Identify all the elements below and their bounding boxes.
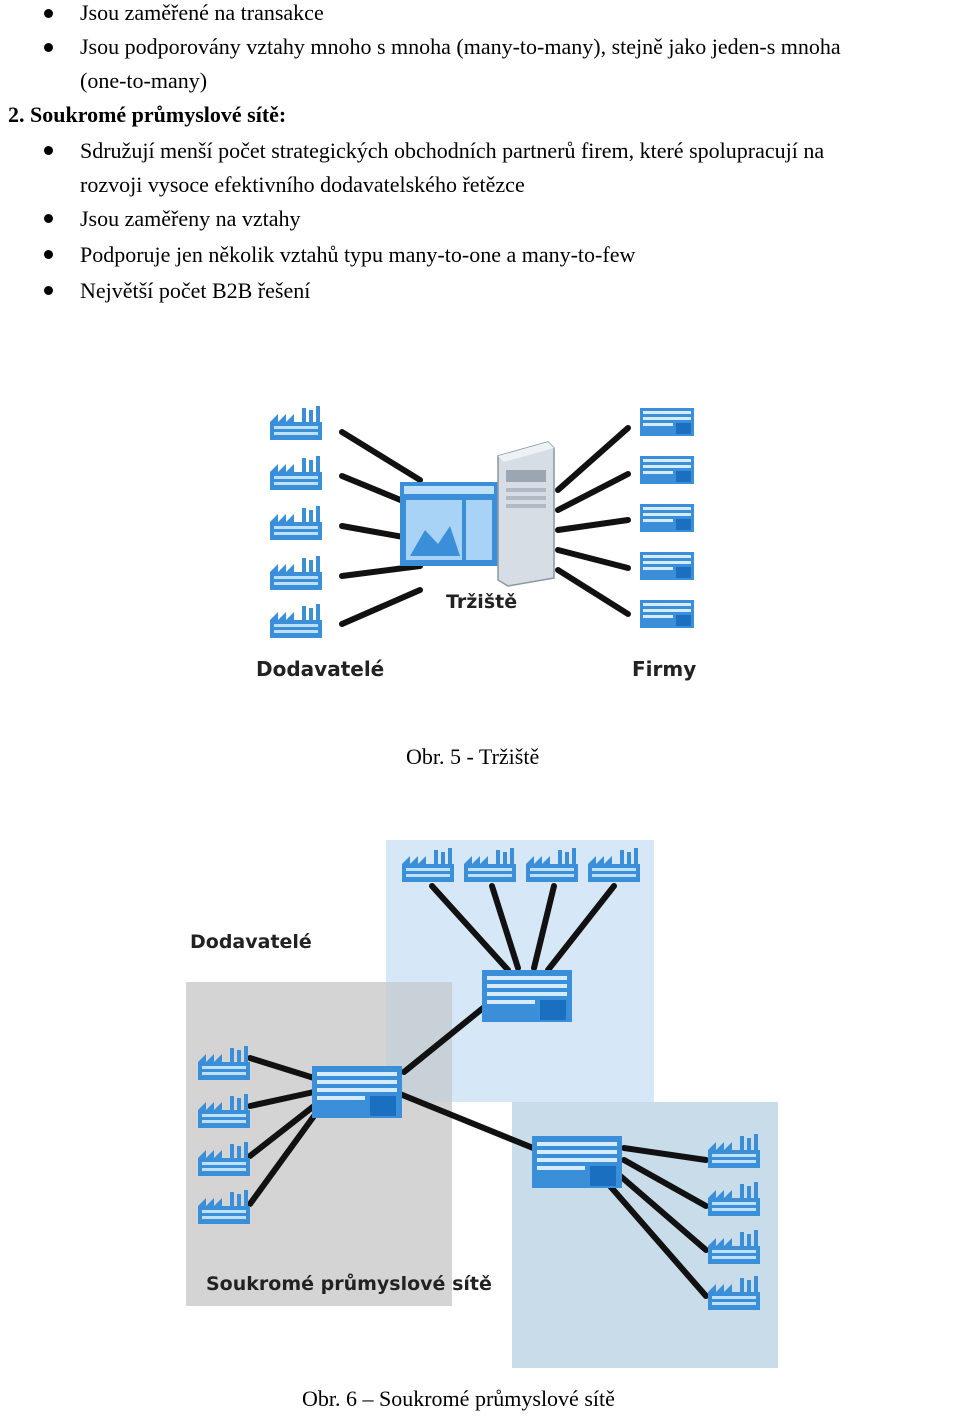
list-item: Podporuje jen několik vztahů typu many-t…: [80, 242, 636, 267]
list-item: Jsou zaměřené na transakce: [80, 0, 324, 25]
label-suppliers: Dodavatelé: [256, 657, 384, 681]
label-firms: Firmy: [632, 657, 696, 681]
figure-caption: Obr. 5 - Tržiště: [406, 744, 540, 769]
bullet: [44, 214, 53, 223]
factory-icon: [270, 406, 322, 638]
list-item: Jsou podporovány vztahy mnoho s mnoha (m…: [80, 34, 841, 59]
server-tower-icon: [400, 441, 555, 587]
figure-marketplace: Tržiště Dodavatelé Firmy: [256, 406, 696, 681]
list-item-continuation: rozvoji vysoce efektivního dodavatelskéh…: [80, 172, 525, 197]
list-item: Největší počet B2B řešení: [80, 278, 311, 303]
office-building-icon: [640, 408, 694, 628]
label-private-networks: Soukromé průmyslové sítě: [206, 1272, 492, 1295]
label-suppliers: Dodavatelé: [190, 931, 312, 953]
bullet: [44, 43, 53, 52]
bullet: [44, 9, 53, 18]
section-heading: 2. Soukromé průmyslové sítě:: [8, 102, 287, 127]
list-item: Jsou zaměřeny na vztahy: [80, 206, 301, 231]
bullet: [44, 146, 53, 155]
figure-caption: Obr. 6 – Soukromé průmyslové sítě: [302, 1386, 615, 1411]
list-item-continuation: (one-to-many): [80, 68, 208, 93]
figure-private-networks: Dodavatelé Soukromé průmyslové sítě: [186, 840, 778, 1368]
bullet: [44, 250, 53, 259]
label-marketplace: Tržiště: [446, 591, 517, 613]
bullet: [44, 286, 53, 295]
list-item: Sdružují menší počet strategických obcho…: [80, 138, 825, 163]
